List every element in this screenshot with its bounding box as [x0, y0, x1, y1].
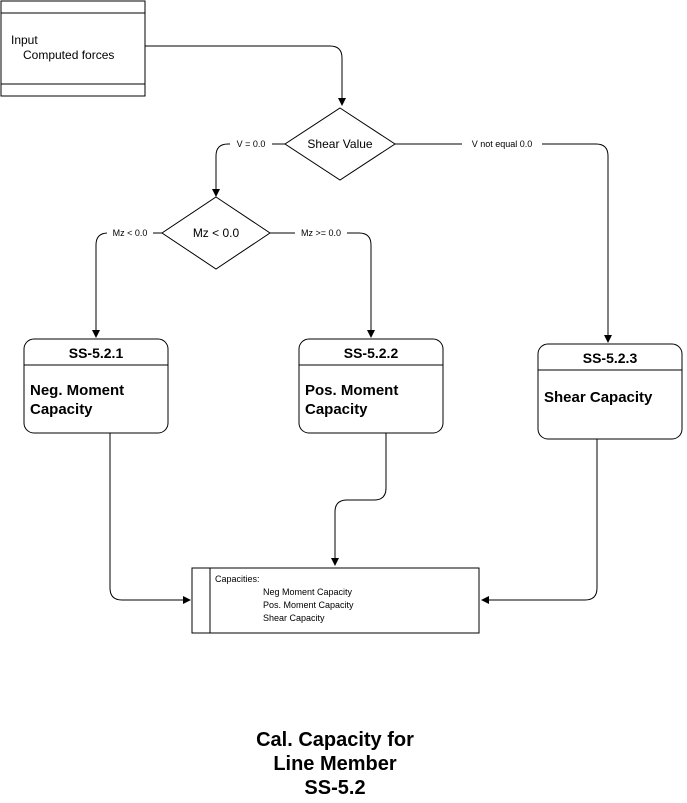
- edge-label-v-nonzero: V not equal 0.0: [472, 139, 533, 149]
- edge-shear-to-store: [481, 439, 598, 604]
- process-shear-label: Shear Capacity: [544, 389, 653, 406]
- process-shear-id: SS-5.2.3: [583, 350, 638, 366]
- process-pos-label-2: Capacity: [305, 401, 368, 418]
- store-item: Shear Capacity: [263, 613, 325, 623]
- edge-label-mz-pos: Mz >= 0.0: [301, 228, 341, 238]
- diagram-title: Cal. Capacity for Line Member SS-5.2: [185, 728, 485, 800]
- input-sublabel: Computed forces: [23, 48, 114, 62]
- edge-v-zero: [212, 143, 285, 197]
- title-line-1: Cal. Capacity for: [256, 729, 414, 751]
- edge-label-mz-neg: Mz < 0.0: [113, 228, 148, 238]
- title-line-2: Line Member: [273, 753, 397, 775]
- edge-input-to-shear: [145, 45, 346, 106]
- input-entity: Input Computed forces: [0, 0, 146, 97]
- process-pos-moment: SS-5.2.2 Pos. Moment Capacity: [298, 338, 444, 434]
- store-item: Neg Moment Capacity: [263, 587, 353, 597]
- input-label: Input: [11, 33, 38, 47]
- process-pos-id: SS-5.2.2: [344, 345, 399, 361]
- store-header: Capacities:: [215, 574, 260, 584]
- process-neg-label-2: Capacity: [30, 401, 93, 418]
- shear-decision-label: Shear Value: [307, 137, 372, 151]
- process-neg-moment: SS-5.2.1 Neg. Moment Capacity: [23, 338, 169, 434]
- process-shear: SS-5.2.3 Shear Capacity: [537, 343, 683, 440]
- store-item: Pos. Moment Capacity: [263, 600, 354, 610]
- edge-neg-to-store: [109, 433, 191, 604]
- edge-pos-to-store: [331, 433, 387, 566]
- edge-v-nonzero: [395, 143, 612, 343]
- edge-label-v-zero: V = 0.0: [237, 139, 266, 149]
- process-neg-id: SS-5.2.1: [69, 345, 124, 361]
- capacities-store: Capacities: Neg Moment Capacity Pos. Mom…: [191, 567, 480, 634]
- title-line-3: SS-5.2: [304, 777, 366, 799]
- process-neg-label-1: Neg. Moment: [30, 382, 124, 399]
- shear-decision: Shear Value: [284, 107, 396, 181]
- edge-mz-pos: [270, 232, 375, 338]
- mz-decision-label: Mz < 0.0: [193, 226, 240, 240]
- mz-decision: Mz < 0.0: [161, 196, 271, 270]
- flowchart-canvas: Input Computed forces Shear Value V = 0.…: [0, 0, 683, 634]
- process-pos-label-1: Pos. Moment: [305, 382, 398, 399]
- edge-mz-neg: [92, 232, 162, 338]
